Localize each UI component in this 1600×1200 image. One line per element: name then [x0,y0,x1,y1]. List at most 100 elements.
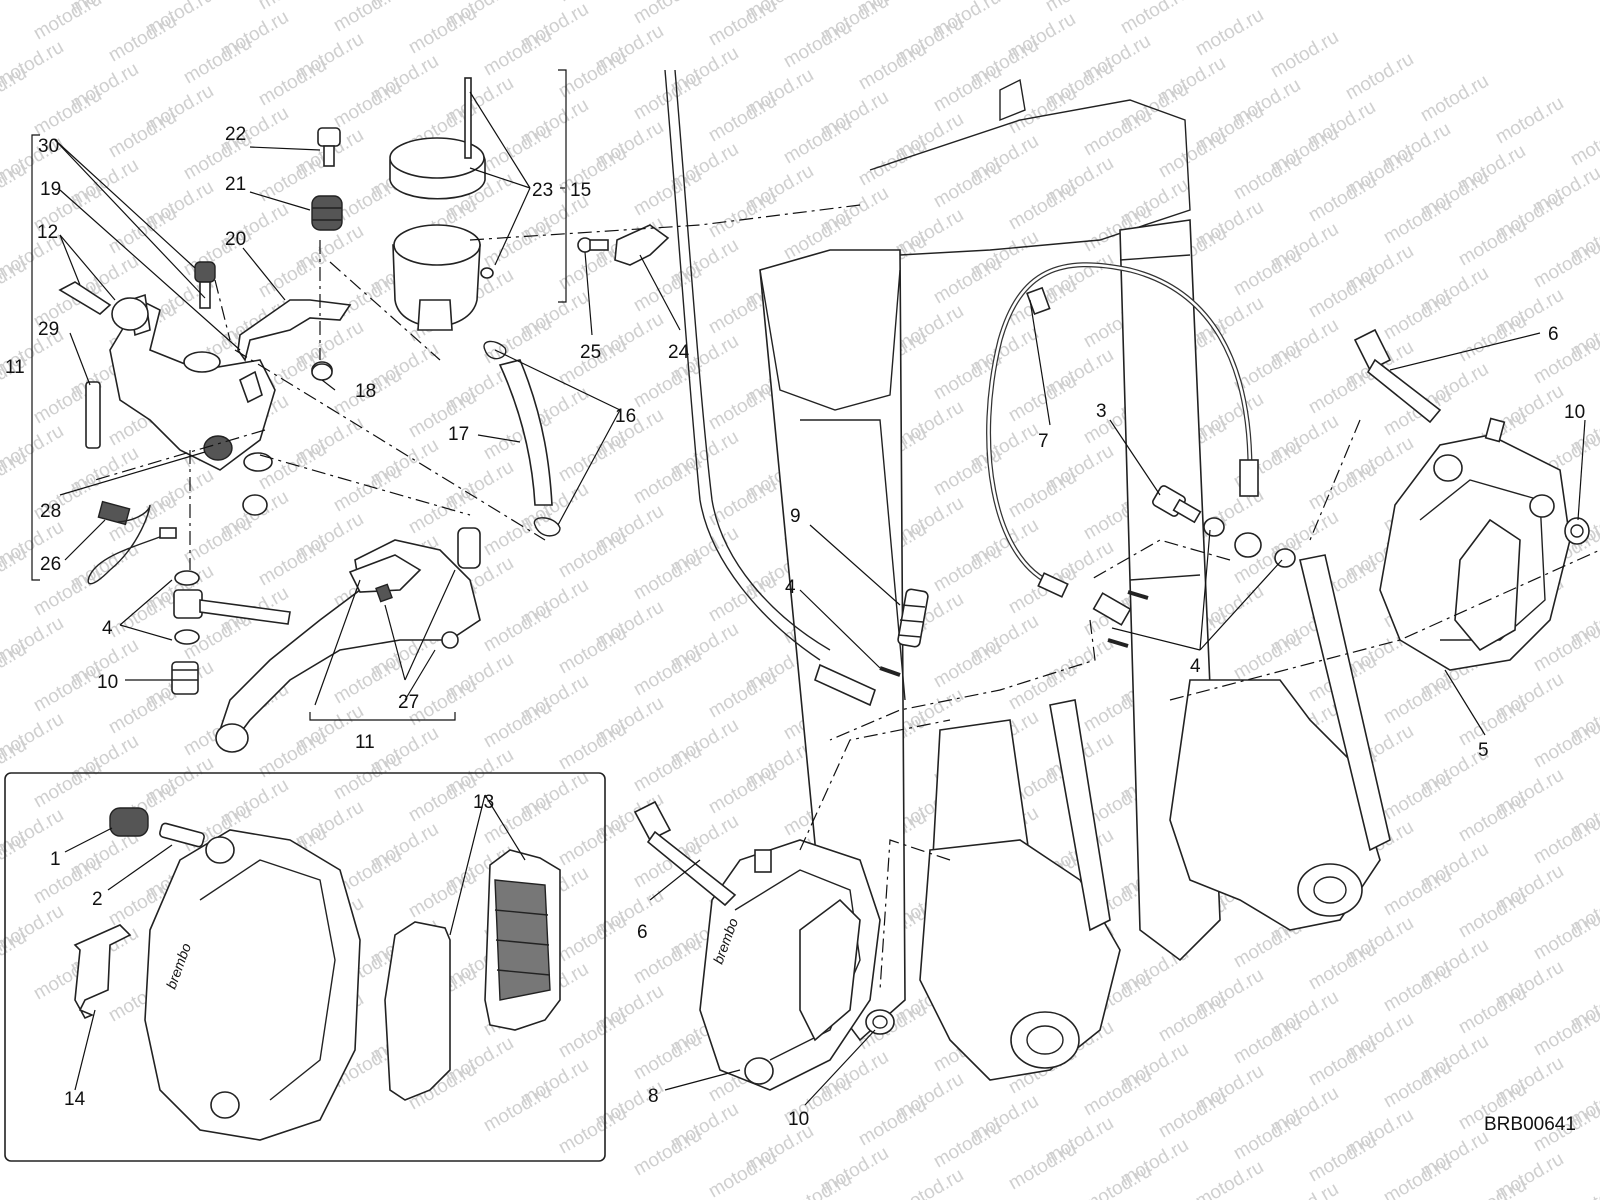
watermark-text: motod.ru [1567,1171,1600,1200]
watermark-text: motod.ru [1192,1157,1267,1200]
watermark-text: motod.ru [1192,5,1267,61]
reservoir-hose [498,359,553,506]
caliper-mounting-bolt [633,800,737,907]
washer [865,1009,895,1035]
callout-3: 3 [1096,401,1107,422]
watermark-text: motod.ru [855,1095,930,1151]
watermark-text: motod.ru [855,39,930,95]
callout-25: 25 [580,342,601,363]
watermark-text: motod.ru [555,431,630,487]
callout-20: 20 [225,229,246,250]
watermark-text: motod.ru [1530,237,1600,293]
watermark-text: motod.ru [555,719,630,775]
watermark-text: motod.ru [1042,0,1117,16]
watermark-text: motod.ru [1080,105,1155,161]
watermark-text: motod.ru [1155,991,1230,1047]
hose-banjo-lower [1037,572,1069,598]
callout-27: 27 [398,692,419,713]
watermark-text: motod.ru [930,253,1005,309]
watermark-text: motod.ru [705,763,780,819]
watermark-text: motod.ru [30,0,105,44]
callout-4-left: 4 [102,618,113,639]
banjo-fitting [173,570,291,645]
rubber-grommet [311,195,343,231]
callout-23: 23 [532,180,553,201]
watermark-text: motod.ru [1380,961,1455,1017]
watermark-text: motod.ru [1267,1179,1342,1200]
watermark-text: motod.ru [405,867,480,923]
watermark-text: motod.ru [330,0,405,36]
left-brake-caliper: brembo [699,839,881,1091]
watermark-text: motod.ru [1417,71,1492,127]
callout-22: 22 [225,124,246,145]
watermark-text: motod.ru [405,771,480,827]
watermark-text: motod.ru [255,55,330,111]
watermark-text: motod.ru [105,11,180,67]
watermark-text: motod.ru [180,33,255,89]
watermark-text: motod.ru [630,549,705,605]
watermark-text: motod.ru [780,17,855,73]
watermark-text: motod.ru [0,0,30,22]
watermark-text: motod.ru [1080,1065,1155,1121]
callout-21: 21 [225,174,246,195]
leader-lines [31,69,1586,1106]
watermark-text: motod.ru [1230,1013,1305,1069]
assembly-guide-lines [94,204,1600,991]
watermark-text: motod.ru [705,91,780,147]
hose-guide-clip [577,224,670,266]
watermark-text: motod.ru [555,527,630,583]
watermark-text: motod.ru [255,535,330,591]
watermark-text: motod.ru [630,1125,705,1181]
watermark-text: motod.ru [555,1007,630,1063]
front-fork-assembly [664,69,1391,1081]
hose-clamp [483,340,507,360]
watermark-text: motod.ru [1380,289,1455,345]
watermark-text: motod.ru [1155,127,1230,183]
watermark-text: motod.ru [330,461,405,517]
watermark-text: motod.ru [1530,333,1600,389]
watermark-text: motod.ru [1080,1161,1155,1200]
callout-13: 13 [473,792,494,813]
screw [317,127,341,167]
nut [311,363,333,381]
callout-24: 24 [668,342,690,363]
watermark-text: motod.ru [1455,215,1530,271]
bleed-valve [194,261,216,309]
clamp-bolt [58,281,112,315]
watermark-text: motod.ru [30,85,105,141]
inset-leader-lines [64,794,526,1091]
hose-banjo-end [1092,592,1132,626]
watermark-text: motod.ru [1530,813,1600,869]
callout-4-middle: 4 [785,577,796,598]
watermark-text: motod.ru [255,0,330,14]
brake-pads [384,849,561,1101]
watermark-text: motod.ru [1230,629,1305,685]
callout-4-right: 4 [1190,656,1201,677]
callout-8: 8 [648,1086,659,1107]
callout-9: 9 [790,506,801,527]
watermark-text: motod.ru [1117,0,1192,38]
callout-2: 2 [92,889,103,910]
callout-19: 19 [40,179,61,200]
callout-1: 1 [50,849,61,870]
pivot-pin [85,381,101,449]
watermark-text: motod.ru [1530,717,1600,773]
watermark-text: motod.ru [1380,865,1455,921]
watermark-text: motod.ru [630,165,705,221]
watermark-text: motod.ru [780,113,855,169]
diagram-code: BRB00641 [1484,1114,1576,1135]
watermark-text: motod.ru [1005,467,1080,523]
brake-lever [215,527,481,753]
callout-28: 28 [40,501,61,522]
watermark-text: motod.ru [630,357,705,413]
watermark-text: motod.ru [630,1029,705,1085]
watermark-text: motod.ru [1305,939,1380,995]
callout-7: 7 [1038,431,1049,452]
watermark-text: motod.ru [930,61,1005,117]
hose-eye [1234,532,1262,558]
watermark-text: motod.ru [1305,1131,1380,1187]
inset-caliper: brembo [144,829,361,1141]
watermark-text: motod.ru [1380,769,1455,825]
hose-fitting-right [1239,459,1259,497]
watermark-text: motod.ru [705,379,780,435]
